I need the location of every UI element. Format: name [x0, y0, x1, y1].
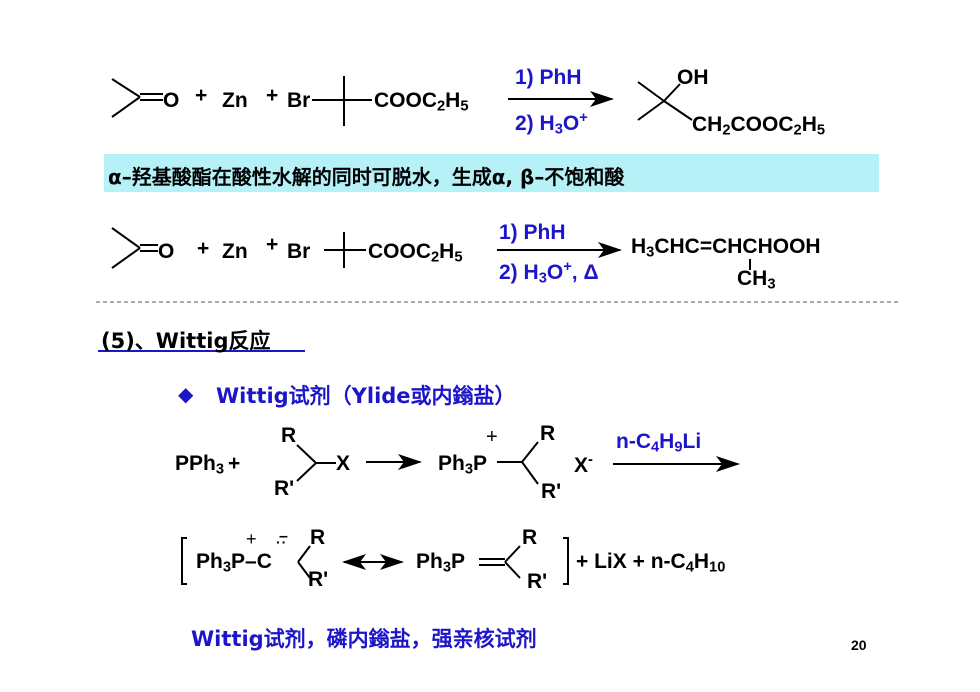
reagent-step-3: 1) PhH [499, 221, 566, 244]
phosphonium-plus-charge: + [486, 426, 498, 448]
section-title: (5)、Wittig反应 [101, 329, 271, 353]
tbutyl-cross-2 [324, 232, 366, 268]
r-group-top-1: R [281, 424, 297, 447]
plus-4: + [266, 233, 279, 256]
tbutyl-cross-1 [312, 76, 372, 126]
left-bracket [181, 537, 187, 585]
ylide-r-top: R [310, 526, 326, 549]
counter-anion: X- [574, 451, 593, 477]
bromine-2: Br [287, 240, 311, 263]
ketone-oxygen-2: O [158, 240, 175, 263]
ylene-r-top: R [522, 526, 538, 549]
ylide-skeleton [297, 545, 311, 579]
zinc-2: Zn [222, 240, 248, 263]
product-hydroxyl-1: OH [677, 66, 709, 89]
ylene-form: Ph3P [416, 550, 466, 576]
halide-x: X [336, 452, 351, 475]
product-acid-2: H3CHC=CHCHOOH [631, 235, 821, 261]
ylide-plus-charge: + [246, 529, 257, 549]
product-skeleton-1 [637, 81, 693, 121]
ester-group-2: COOC2H5 [368, 240, 463, 266]
product-ester-1: CH2COOC2H5 [692, 113, 826, 139]
triphenylphosphine: PPh3+ [175, 452, 241, 478]
plus-2: + [266, 84, 279, 107]
ylide-form: Ph3P–C [196, 550, 272, 576]
byproducts: + LiX + n-C4H10 [576, 550, 726, 576]
ketone-oxygen-1: O [163, 89, 180, 112]
plus-1: + [195, 84, 208, 107]
product-methyl-2: CH3 [737, 267, 776, 293]
note-text: α–羟基酸酯在酸性水解的同时可脱水，生成α, β–不饱和酸 [108, 165, 625, 189]
ylide-minus-charge: – [279, 528, 288, 545]
right-bracket [563, 537, 569, 585]
phosphonium-skeleton [497, 441, 539, 485]
ylene-r-bottom: R' [527, 570, 548, 593]
r-group-top-2: R [540, 422, 556, 445]
ylide-r-bottom: R' [308, 568, 329, 591]
page-number: 20 [851, 637, 867, 653]
ylene-skeleton [479, 545, 521, 579]
bromine-1: Br [287, 89, 311, 112]
reagent-step-2: 2) H3O+ [515, 109, 588, 138]
summary-text: Wittig试剂，磷内鎓盐，强亲核试剂 [191, 627, 537, 651]
reagent-step-1: 1) PhH [515, 66, 582, 89]
r-group-bottom-2: R' [541, 480, 562, 503]
reagent-step-4: 2) H3O+, Δ [499, 258, 599, 287]
r-group-bottom-1: R' [274, 477, 295, 500]
acetone-skeleton-2 [111, 227, 158, 269]
note-banner [104, 154, 879, 192]
ester-group-1: COOC2H5 [374, 89, 469, 115]
bullet-text: Wittig试剂（Ylide或内鎓盐） [216, 384, 516, 408]
alkyl-halide-skeleton [296, 444, 336, 482]
butyllithium-reagent: n-C4H9Li [616, 430, 702, 456]
lone-pair-dots: ·· [276, 534, 288, 550]
phosphonium-p: Ph3P [438, 452, 488, 478]
zinc-1: Zn [222, 89, 248, 112]
plus-3: + [197, 237, 210, 260]
bullet-diamond-icon: ◆ [178, 384, 194, 406]
acetone-skeleton-1 [111, 78, 163, 118]
